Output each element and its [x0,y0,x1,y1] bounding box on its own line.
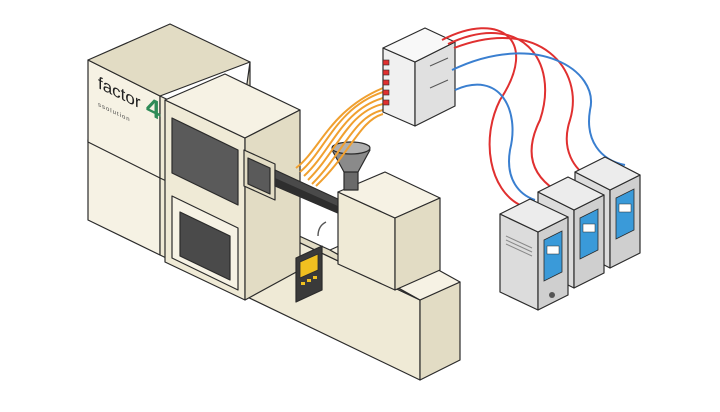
hopper-icon [331,141,371,191]
injection-molding-machine: factor 4 ssolution [87,23,461,381]
manifold-junction-box [382,27,456,127]
controller-pendant-icon[interactable] [295,221,327,303]
power-cables [441,27,626,206]
logo-number: 4 [146,90,161,127]
clamp-window-upper [171,117,239,206]
orange-thermocouple-cables [295,87,384,187]
controller-cabinet-front [499,198,569,311]
